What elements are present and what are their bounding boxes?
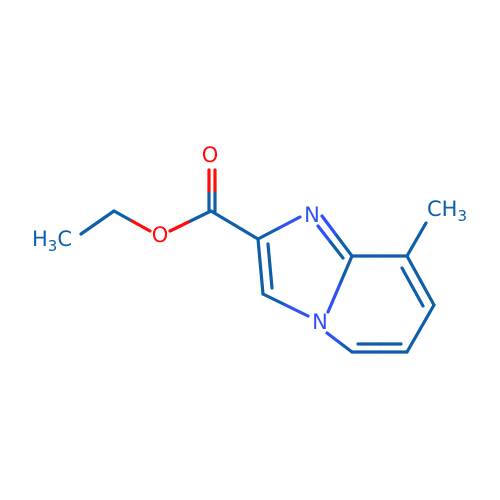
bond-c5-nbridge-segment <box>337 340 354 354</box>
bond-c8a-nbridge <box>326 254 354 314</box>
ethyl-ch3-subscript: 3 <box>48 237 58 255</box>
bond-c3-nbridge-segment <box>283 303 310 318</box>
bond-ch3-ch2 <box>79 209 116 236</box>
bond-ch3-ch2-segment <box>95 209 116 225</box>
ester-oxygen-label: O <box>152 223 169 247</box>
bond-c8-c7-inner-segment <box>410 285 425 308</box>
bond-n1-c8a-inner <box>316 224 345 260</box>
bond-c7-c6 <box>405 303 436 354</box>
bond-oester-ccarbonyl <box>168 209 213 233</box>
bond-c8-methyl <box>405 221 428 258</box>
bond-c8-c7-inner <box>400 266 425 308</box>
bond-c3-nbridge-segment <box>261 292 288 307</box>
bond-c7-c6-segment <box>418 303 436 331</box>
bond-c2-n1-segment <box>256 226 281 241</box>
atom-labels: O O N N H3C CH3 <box>32 143 467 334</box>
ethyl-ch3-h: H <box>32 227 48 251</box>
imidazole-nitrogen-label: N <box>304 203 320 227</box>
bond-c3-nbridge <box>261 292 310 318</box>
ethyl-ch3-c: C <box>57 227 72 251</box>
bond-ccarbonyl-c2-segment <box>209 209 237 227</box>
bond-ch2-oester <box>112 209 152 233</box>
carbonyl-oxygen-label: O <box>202 143 219 167</box>
methyl-ch3-ch: CH <box>427 197 457 221</box>
bond-ch2-oester-segment <box>112 209 134 223</box>
methyl-ch3-label: CH3 <box>427 197 467 225</box>
bond-c8-c7-segment <box>418 278 436 307</box>
bond-c5-nbridge <box>325 331 354 354</box>
bond-oester-ccarbonyl-segment <box>168 219 193 233</box>
bond-c2-c3-inner-segment <box>268 264 274 290</box>
bond-n1-c8a <box>320 214 354 258</box>
bond-c8-methyl-segment <box>414 221 428 242</box>
bond-c2-c3 <box>256 237 265 296</box>
bond-c2-c3-inner-segment <box>266 242 272 268</box>
methyl-ch3-subscript: 3 <box>457 207 467 225</box>
bond-c8a-nbridge-segment <box>326 282 342 314</box>
bridgehead-nitrogen-label: N <box>312 310 328 334</box>
bond-n1-c8a-segment <box>335 234 354 258</box>
ethyl-ch3-label: H3C <box>32 227 72 255</box>
bond-ccarbonyl-c2-segment <box>232 223 260 241</box>
bond-c2-c3-segment <box>256 237 263 269</box>
bond-c8-c7-segment <box>405 254 423 283</box>
bond-layer <box>79 168 436 354</box>
bond-c8-c7-inner-segment <box>400 266 415 289</box>
bond-c2-c3-segment <box>258 264 265 296</box>
bond-c8-c7 <box>405 254 436 307</box>
bond-c2-n1 <box>256 215 302 241</box>
bond-oester-ccarbonyl-segment <box>188 209 213 223</box>
bond-n1-c8a-inner-segment <box>316 224 333 244</box>
bond-n1-c8a-segment <box>320 214 339 238</box>
bond-c8-methyl-segment <box>405 237 419 258</box>
bond-ch3-ch2-segment <box>79 220 100 236</box>
bond-c7-c6-segment <box>405 326 423 354</box>
bond-c2-n1-segment <box>277 215 302 230</box>
bond-ccarbonyl-c2 <box>209 209 260 241</box>
bond-c8a-nbridge-segment <box>338 254 354 286</box>
bond-c5-nbridge-segment <box>325 331 342 345</box>
bond-ch2-oester-segment <box>130 219 152 233</box>
bond-c2-c3-inner <box>266 242 274 290</box>
bond-n1-c8a-inner-segment <box>328 240 345 260</box>
